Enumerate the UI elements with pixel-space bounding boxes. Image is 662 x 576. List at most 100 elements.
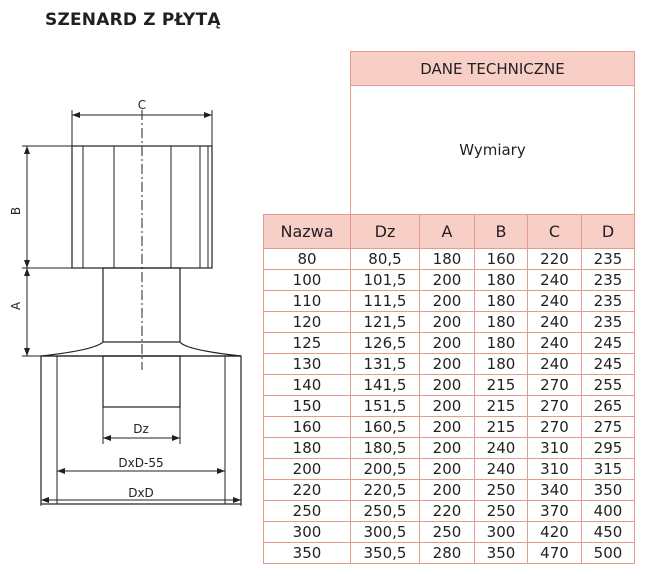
table-cell: 255 [581, 374, 635, 396]
column-header: Dz [350, 214, 420, 249]
table-cell: 500 [581, 542, 635, 564]
dim-label-dxd: DxD [128, 486, 154, 500]
table-cell: 240 [474, 458, 528, 480]
table-cell: 250 [419, 521, 475, 543]
dim-label-a: A [9, 301, 23, 310]
table-cell: 300 [474, 521, 528, 543]
table-cell: 350 [581, 479, 635, 501]
dim-label-dxd55: DxD-55 [118, 456, 163, 470]
table-cell: 350 [263, 542, 351, 564]
table-cell: 220 [263, 479, 351, 501]
dim-label-c: C [138, 98, 146, 112]
table-cell: 80,5 [350, 248, 420, 270]
table-cell: 220 [527, 248, 582, 270]
table-cell: 235 [581, 269, 635, 291]
table-cell: 200 [419, 479, 475, 501]
table-cell: 370 [527, 500, 582, 522]
table-cell: 340 [527, 479, 582, 501]
table-cell: 180 [474, 311, 528, 333]
table-cell: 240 [527, 290, 582, 312]
table-cell: 250 [263, 500, 351, 522]
table-cell: 270 [527, 395, 582, 417]
table-cell: 180 [474, 269, 528, 291]
table-cell: 275 [581, 416, 635, 438]
table-cell: 200 [419, 395, 475, 417]
table-cell: 110 [263, 290, 351, 312]
table-cell: 80 [263, 248, 351, 270]
table-cell: 200 [419, 416, 475, 438]
table-cell: 420 [527, 521, 582, 543]
column-header: D [581, 214, 635, 249]
table-cell: 310 [527, 458, 582, 480]
column-header: A [419, 214, 475, 249]
table-cell: 350 [474, 542, 528, 564]
table-cell: 300,5 [350, 521, 420, 543]
table-cell: 125 [263, 332, 351, 354]
table-cell: 220 [419, 500, 475, 522]
table-cell: 200,5 [350, 458, 420, 480]
table-cell: 240 [474, 437, 528, 459]
table-cell: 215 [474, 416, 528, 438]
table-cell: 160 [263, 416, 351, 438]
table-cell: 200 [419, 332, 475, 354]
table-cell: 200 [419, 311, 475, 333]
table-cell: 270 [527, 416, 582, 438]
table-cell: 180 [474, 353, 528, 375]
table-cell: 295 [581, 437, 635, 459]
table-cell: 470 [527, 542, 582, 564]
page-title: SZENARD Z PŁYTĄ [45, 10, 221, 30]
table-cell: 240 [527, 311, 582, 333]
table-cell: 130 [263, 353, 351, 375]
table-cell: 200 [419, 269, 475, 291]
table-cell: 235 [581, 248, 635, 270]
table-cell: 200 [419, 290, 475, 312]
technical-data-table: DANE TECHNICZNE Wymiary Nazwa Dz A B C D… [263, 51, 635, 564]
table-cell: 315 [581, 458, 635, 480]
group-header: DANE TECHNICZNE [350, 51, 635, 86]
table-cell: 111,5 [350, 290, 420, 312]
table-cell: 131,5 [350, 353, 420, 375]
table-cell: 126,5 [350, 332, 420, 354]
column-header: B [474, 214, 528, 249]
sub-header: Wymiary [350, 85, 635, 215]
table-cell: 245 [581, 353, 635, 375]
table-cell: 160,5 [350, 416, 420, 438]
table-cell: 101,5 [350, 269, 420, 291]
table-cell: 180 [474, 290, 528, 312]
table-cell: 151,5 [350, 395, 420, 417]
table-cell: 240 [527, 269, 582, 291]
table-cell: 400 [581, 500, 635, 522]
table-cell: 265 [581, 395, 635, 417]
inner-pipe [102, 355, 181, 408]
table-cell: 150 [263, 395, 351, 417]
table-cell: 250,5 [350, 500, 420, 522]
table-cell: 200 [419, 353, 475, 375]
table-cell: 450 [581, 521, 635, 543]
technical-drawing: C B A Dz DxD-55 DxD [9, 98, 242, 506]
table-cell: 100 [263, 269, 351, 291]
table-cell: 215 [474, 395, 528, 417]
table-cell: 121,5 [350, 311, 420, 333]
table-cell: 200 [263, 458, 351, 480]
table-cell: 180 [474, 332, 528, 354]
table-cell: 300 [263, 521, 351, 543]
table-cell: 220,5 [350, 479, 420, 501]
table-cell: 280 [419, 542, 475, 564]
table-cell: 180 [263, 437, 351, 459]
table-cell: 200 [419, 458, 475, 480]
table-cell: 120 [263, 311, 351, 333]
table-cell: 250 [474, 500, 528, 522]
